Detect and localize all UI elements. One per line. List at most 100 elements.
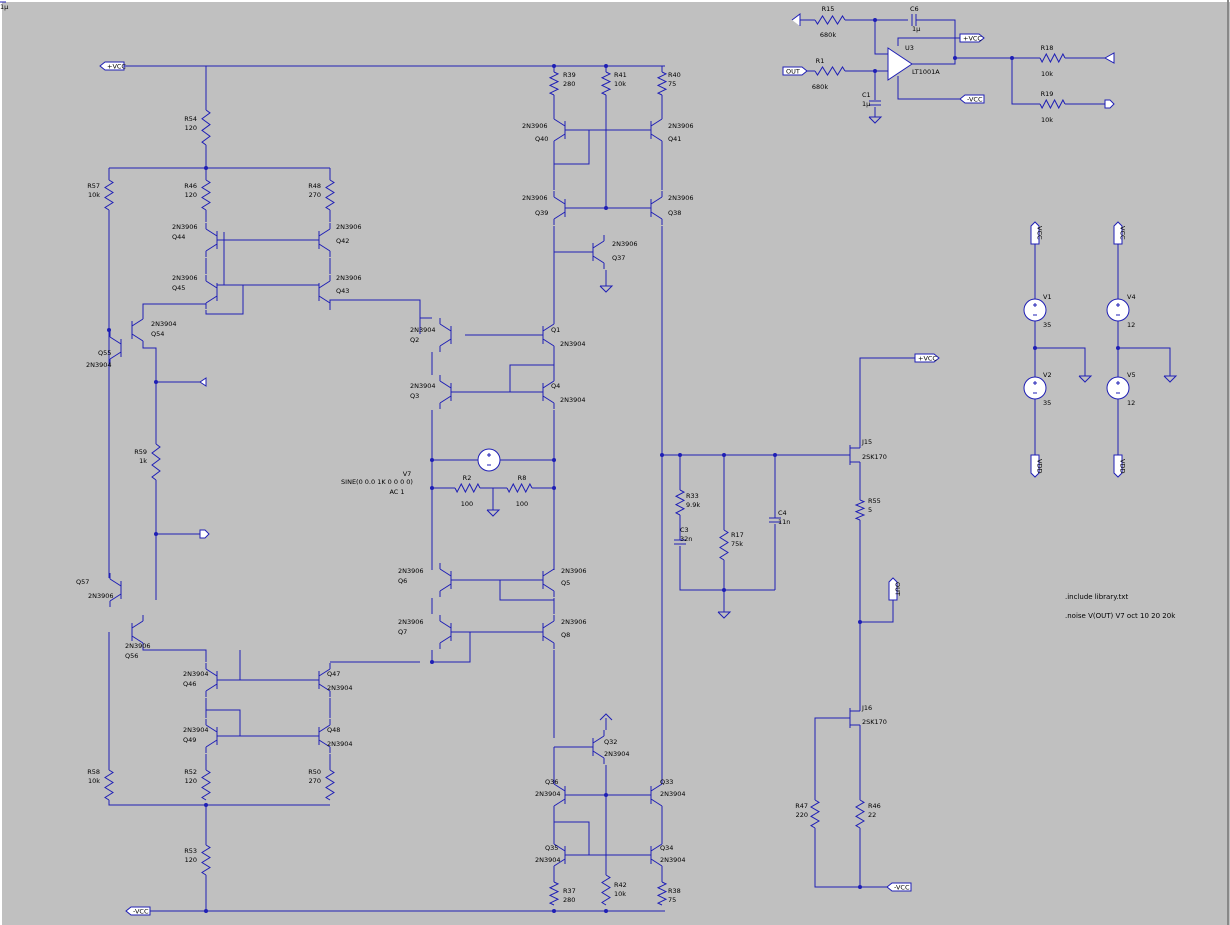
transistor-model: 2N3904 [151,320,177,328]
v4-val: 12 [1127,321,1135,329]
transistor-ref: Q1 [551,326,560,334]
pos-rail-flag-label: +VCC [107,63,126,71]
transistor-ref: Q8 [561,631,570,639]
pos-rail-flag [99,61,125,71]
resistor-ref: R41 [614,71,627,79]
transistor [650,838,663,872]
transistor-model: 2N3904 [604,750,630,758]
transistor [318,719,331,753]
ground-icon [1078,375,1093,383]
resistor [601,874,611,906]
transistor [205,275,218,309]
label-layer: +VCC-VCCR54120R5710kR46120R482702N3906Q4… [0,0,1176,916]
resistor [1039,98,1066,110]
resistor-ref: R48 [308,182,321,190]
capacitor-ref: C6 [0,0,9,2]
resistor-value: 270 [309,777,321,785]
pos-rail-flag-right-label: +VCC [918,355,937,363]
resistor-ref: R33 [686,492,699,500]
transistor [131,615,144,649]
v2-ref: V2 [1043,371,1052,379]
v7-spec: SINE(0 0.0 1K 0 0 0 0) [341,478,413,486]
resistor-value: 22 [868,811,876,819]
resistor [151,443,161,481]
transistor-model: 2N3904 [535,790,561,798]
transistor-ref: Q4 [551,382,560,390]
ground-icon [717,611,732,619]
supply-v4 [1106,298,1130,322]
resistor-value: 680k [812,83,828,91]
resistor-value: 75k [731,540,743,548]
ground-icon [486,509,501,517]
resistor-ref: R47 [795,802,808,810]
transistor [650,113,663,147]
transistor-model: 2N3906 [561,567,587,575]
transistor-model: 2N3906 [398,567,424,575]
neg-rail-flag-right-label: -VCC [894,884,910,892]
resistor [548,881,560,906]
transistor-model: 2N3906 [172,274,198,282]
transistor-ref: Q42 [336,237,349,245]
neg-rail-flag [125,906,151,916]
capacitor-value: 1µ [862,100,870,108]
resistor-value: 120 [185,124,197,132]
resistor [674,489,686,516]
resistor [656,71,668,96]
transistor [439,375,452,409]
jfet-j16 [849,708,860,728]
capacitor [674,539,686,545]
transistor-model: 2N3904 [560,340,586,348]
transistor [318,223,331,257]
resistor-value: 10k [88,191,100,199]
resistor-ref: R19 [1041,90,1054,98]
transistor-model: 2N3906 [398,618,424,626]
transistor-model: 2N3904 [86,361,112,369]
resistor-ref: R8 [518,474,527,482]
resistor-ref: R18 [1041,44,1054,52]
transistor-model: 2N3904 [660,790,686,798]
transistor [553,191,566,225]
transistor-model: 2N3906 [125,642,151,650]
resistor-value: 1k [139,457,147,465]
v2-val: 35 [1043,399,1051,407]
transistor-ref: Q32 [604,738,617,746]
resistor-ref: R46 [868,802,881,810]
transistor [439,318,452,352]
resistor-value: 220 [796,811,808,819]
v1-val: 35 [1043,321,1051,329]
transistor-ref: Q49 [183,736,196,744]
transistor-model: 2N3904 [183,726,209,734]
transistor [650,778,663,812]
resistor-value: 9.9k [686,501,700,509]
capacitor-value: 11n [778,518,790,526]
transistor-ref: Q56 [125,652,138,660]
transistor-ref: Q39 [535,209,548,217]
transistor-model: 2N3904 [535,856,561,864]
resistor-ref: R59 [134,448,147,456]
transistor [205,719,218,753]
transistor [592,730,605,764]
resistor-value: 680k [820,31,836,39]
opamp-ref: U3 [905,44,914,52]
out-flag [888,577,898,601]
resistor-value: 100 [516,500,528,508]
transistor-model: 2N3906 [336,223,362,231]
neg-rail-flag-label: -VCC [133,908,149,916]
resistor-ref: R39 [563,71,576,79]
resistor-ref: R55 [868,497,881,505]
opamp-vcc-flag-label: +VCC [963,35,982,43]
transistor-ref: Q41 [668,135,681,143]
resistor-ref: R15 [822,5,835,13]
resistor-ref: R2 [463,474,472,482]
transistor-ref: Q33 [660,778,673,786]
vdd-flag-a [1030,454,1040,478]
opamp-model: LT1001A [912,68,940,76]
transistor [542,318,555,352]
resistor-value: 10k [614,890,626,898]
vdd-flag-b [1113,454,1123,478]
resistor-value: 120 [185,777,197,785]
vdd-flag-a-label: VDD [1036,459,1044,473]
resistor-value: 75 [668,896,676,904]
transistor-ref: Q35 [545,844,558,852]
